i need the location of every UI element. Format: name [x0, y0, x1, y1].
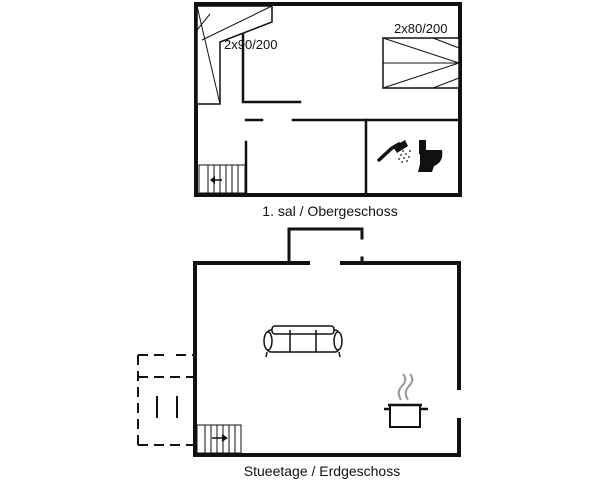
upper-floor: 2x90/200 2x80/200 [194, 2, 462, 219]
terrace-outline [137, 354, 193, 446]
bed-icon [196, 5, 273, 105]
shower-icon [377, 140, 411, 163]
bed-icon [382, 37, 461, 89]
cooking-pot-icon [384, 373, 428, 428]
stairs-icon [196, 424, 242, 454]
sofa-icon [263, 325, 343, 358]
upper-bedroom-wall [241, 2, 302, 104]
ground-floor-caption: Stueetage / Erdgeschoss [244, 463, 400, 479]
upper-outer-wall [194, 2, 462, 197]
stairs-icon [198, 164, 246, 194]
bed-left-label: 2x90/200 [224, 37, 278, 52]
bed-right-label: 2x80/200 [394, 21, 448, 36]
entrance-wall [287, 227, 364, 265]
ground-floor: Stueetage / Erdgeschoss [137, 227, 461, 479]
upper-floor-caption: 1. sal / Obergeschoss [262, 203, 397, 219]
toilet-icon [418, 140, 443, 172]
